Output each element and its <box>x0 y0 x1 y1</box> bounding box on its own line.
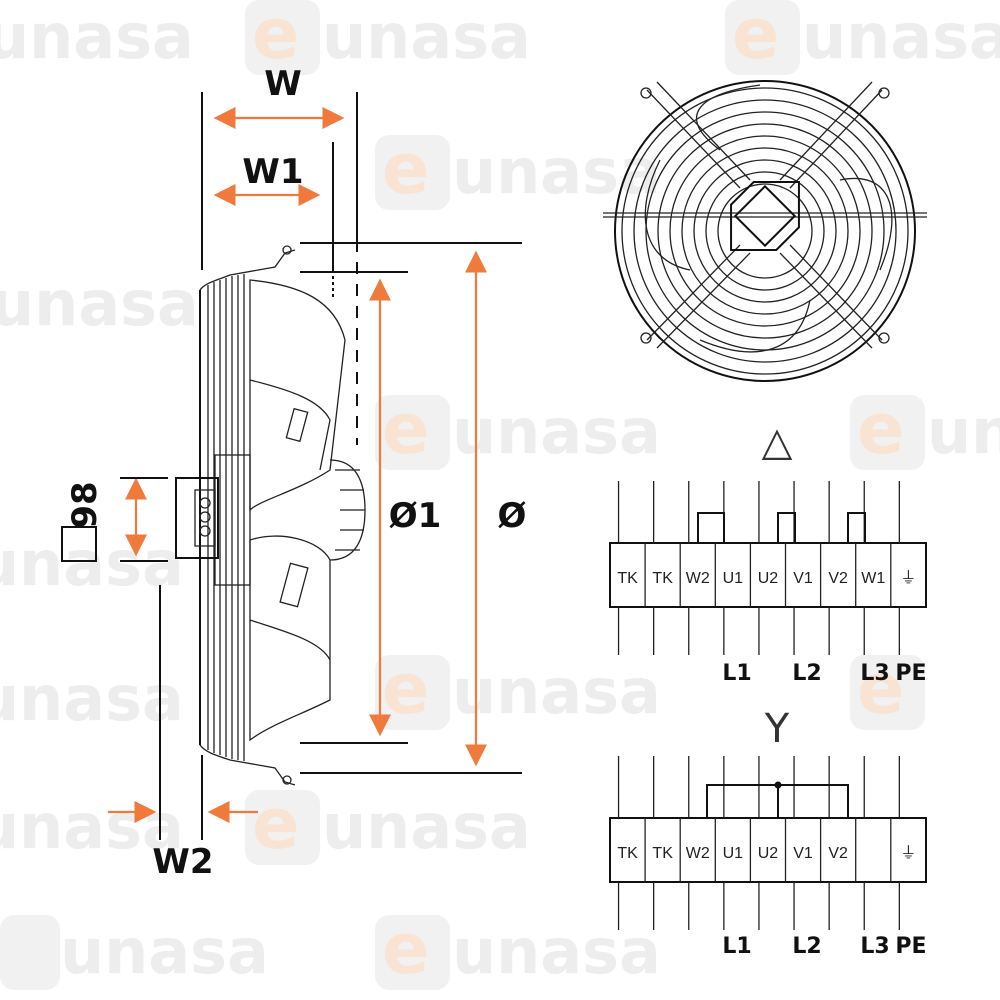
star-line-L2: L2 <box>792 934 821 959</box>
star-line-PE: PE <box>895 934 926 959</box>
w-label: W <box>264 64 302 104</box>
watermark-7: e unasa <box>850 388 1000 470</box>
watermark-4: e unasa <box>375 128 661 210</box>
grille-bottom <box>199 744 296 786</box>
watermark-e: e <box>382 388 429 470</box>
delta-jumper-2 <box>777 512 796 543</box>
watermark-text: unasa <box>322 0 531 73</box>
fan-front-view <box>603 80 927 382</box>
watermark-12: e unasa <box>375 908 661 990</box>
delta-line-L1: L1 <box>722 661 751 686</box>
watermark-e: e <box>382 648 429 730</box>
grille-top <box>199 249 296 291</box>
delta-terminal-block <box>609 542 927 608</box>
square-symbol <box>61 526 97 562</box>
fan-side-view <box>175 92 522 786</box>
star-terminal-label: ⏚ <box>900 844 916 862</box>
watermark-text: unasa <box>452 135 661 208</box>
delta-terminal-label: V1 <box>793 570 813 587</box>
star-terminal-label: V1 <box>793 845 813 862</box>
delta-terminal-label: TK <box>617 570 638 587</box>
watermark-e: e <box>857 388 904 470</box>
delta-jumper-1 <box>697 512 725 543</box>
watermark-e: e <box>252 783 299 865</box>
watermark-text: unasa <box>802 0 1000 73</box>
star-line-L3: L3 <box>860 934 889 959</box>
watermark-text: unasa <box>60 915 269 988</box>
dimension-annotations: W W1 Ø1 Ø 98 W2 <box>61 64 527 882</box>
blade-2 <box>249 535 331 742</box>
watermark-e: e <box>252 0 299 75</box>
watermark-14: unasa <box>0 662 184 735</box>
square-label: 98 <box>65 481 105 528</box>
watermark-text: unasa <box>0 527 184 600</box>
watermark-6: e unasa <box>375 388 661 470</box>
d-label: Ø <box>498 496 527 536</box>
delta-terminal-label: W2 <box>686 570 710 587</box>
delta-symbol: △ <box>762 419 793 465</box>
watermark-8: e unasa <box>375 648 661 730</box>
delta-line-L3: L3 <box>860 661 889 686</box>
watermark-text: unasa <box>0 0 194 73</box>
star-terminal-label: V2 <box>828 845 848 862</box>
watermark-1: e unasa <box>245 0 531 75</box>
watermark-9: e <box>850 648 925 730</box>
delta-terminal-label: U1 <box>723 570 744 587</box>
watermark-5: unasa <box>0 267 199 340</box>
star-terminal-label: TK <box>617 845 638 862</box>
watermark-2: e unasa <box>725 0 1000 75</box>
watermark-text: unasa <box>0 267 199 340</box>
watermark-11: unasa <box>0 915 269 990</box>
blade-1 <box>249 279 346 512</box>
watermark-10: e unasa <box>245 783 531 865</box>
watermark-e: e <box>382 908 429 990</box>
w1-label: W1 <box>242 152 303 192</box>
watermark-13: unasa <box>0 527 184 600</box>
delta-terminal-label: ⏚ <box>900 569 916 587</box>
watermark-e: e <box>857 648 904 730</box>
star-point <box>774 781 782 789</box>
w2-label: W2 <box>152 842 213 882</box>
delta-line-PE: PE <box>895 661 926 686</box>
watermark-text: unasa <box>452 915 661 988</box>
d1-label: Ø1 <box>389 496 442 536</box>
star-terminal-label: TK <box>652 845 673 862</box>
star-terminal-label: W2 <box>686 845 710 862</box>
watermark-e: e <box>732 0 779 75</box>
star-line-L1: L1 <box>722 934 751 959</box>
terminal-box <box>175 477 219 559</box>
star-terminal-block <box>609 817 927 883</box>
watermark-text: unasa <box>452 655 661 728</box>
star-symbol: Y <box>764 706 790 752</box>
delta-terminal-label: V2 <box>828 570 848 587</box>
star-terminal-label: U2 <box>758 845 779 862</box>
delta-diagram: △ TK TK W2 U1 U2 V1 V2 W1 ⏚ L1 L2 L3 PE <box>609 419 927 686</box>
watermark-text: unasa <box>322 790 531 863</box>
watermark-e: e <box>382 128 429 210</box>
watermark-text: unasa <box>452 395 661 468</box>
delta-terminal-label: W1 <box>861 570 885 587</box>
watermark-3: unasa <box>0 0 194 73</box>
delta-line-L2: L2 <box>792 661 821 686</box>
delta-jumper-3 <box>847 512 866 543</box>
star-terminal-label: U1 <box>723 845 744 862</box>
star-diagram: Y TK TK W2 U1 U2 V1 V2 ⏚ L1 L2 L3 PE <box>609 706 927 959</box>
watermark-text: unasa <box>0 662 184 735</box>
watermark-text: unasa <box>927 395 1000 468</box>
delta-terminal-label: TK <box>652 570 673 587</box>
delta-terminal-label: U2 <box>758 570 779 587</box>
